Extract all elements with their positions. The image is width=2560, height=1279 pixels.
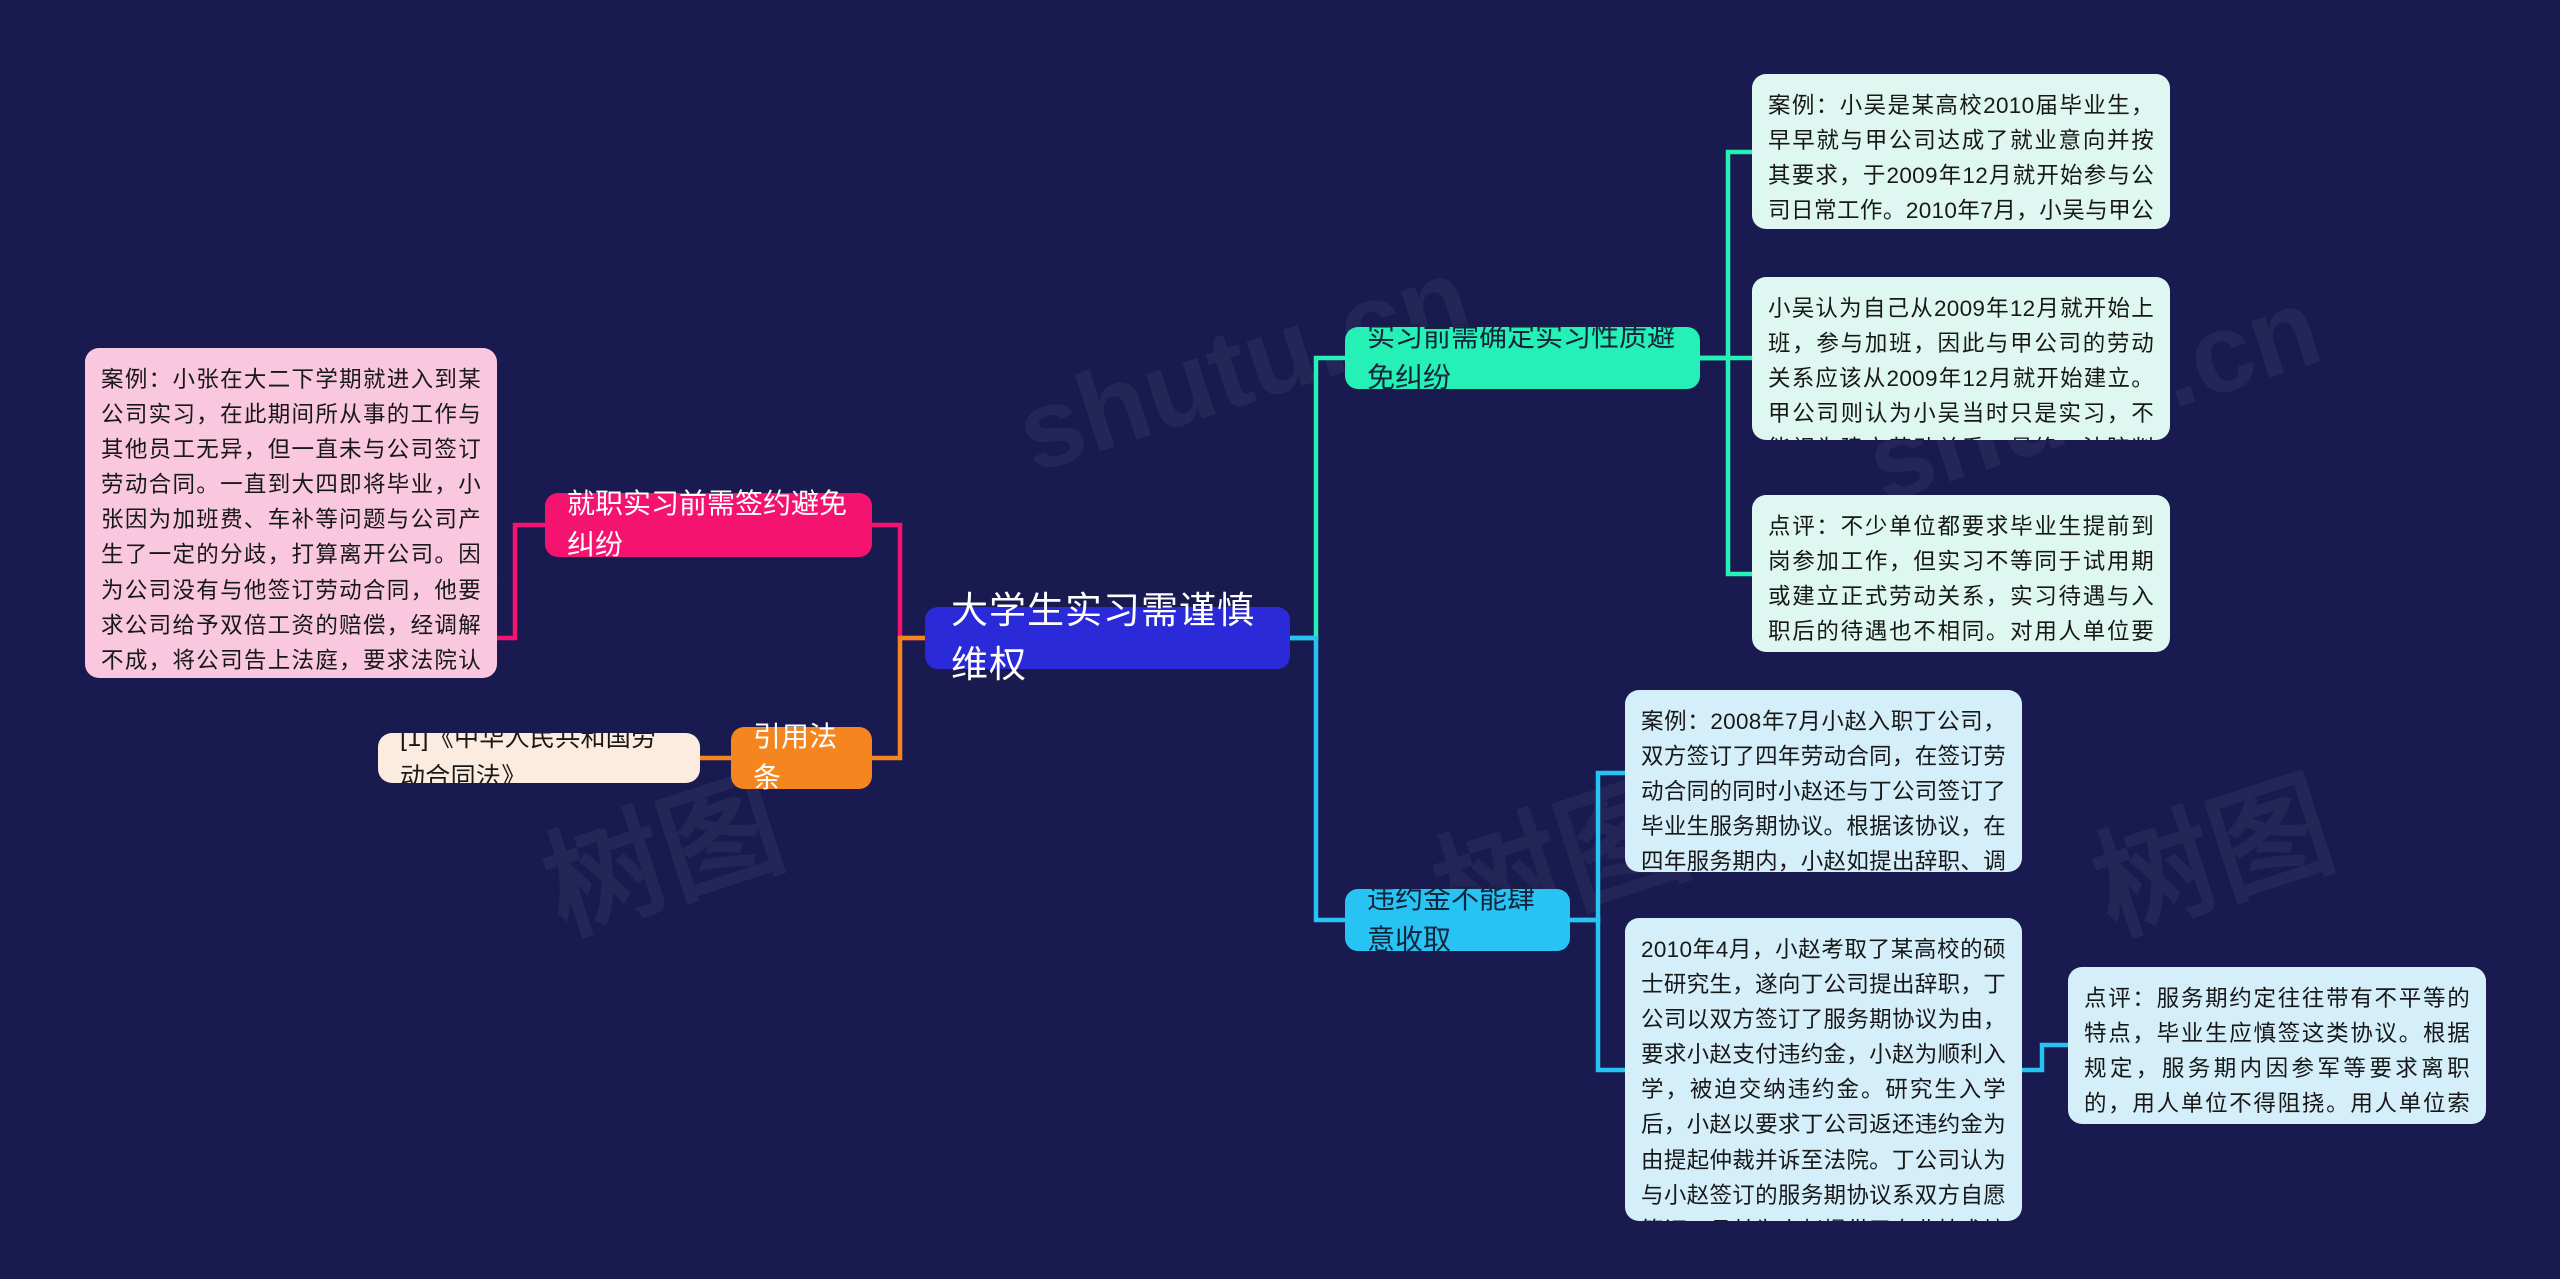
note-card-text: 点评：不少单位都要求毕业生提前到岗参加工作，但实习不等同于试用期或建立正式劳动关… — [1768, 514, 2154, 645]
branch-node-pink[interactable]: 就职实习前需签约避免纠纷 — [545, 488, 872, 560]
branch-node-green[interactable]: 实习前需确定实习性质避免纠纷 — [1345, 321, 1700, 393]
note-card-text: 2010年4月，小赵考取了某高校的硕士研究生，遂向丁公司提出辞职，丁公司以双方签… — [1641, 937, 2006, 1221]
note-card-text: [1]《中华人民共和国劳动合同法》 — [400, 733, 657, 783]
note-card-text: 小吴认为自己从2009年12月就开始上班，参与加班，因此与甲公司的劳动关系应该从… — [1768, 296, 2154, 440]
note-card-text: 案例：2008年7月小赵入职丁公司，双方签订了四年劳动合同，在签订劳动合同的同时… — [1641, 709, 2006, 872]
note-card-cyan-comment[interactable]: 点评：服务期约定往往带有不平等的特点，毕业生应慎签这类协议。根据规定，服务期内因… — [2068, 967, 2486, 1124]
central-topic[interactable]: 大学生实习需谨慎维权 — [925, 590, 1290, 685]
note-card-pink-case[interactable]: 案例：小张在大二下学期就进入到某公司实习，在此期间所从事的工作与其他员工无异，但… — [85, 348, 497, 678]
note-card-cyan-case[interactable]: 案例：2008年7月小赵入职丁公司，双方签订了四年劳动合同，在签订劳动合同的同时… — [1625, 690, 2022, 872]
central-topic-label: 大学生实习需谨慎维权 — [951, 589, 1255, 685]
branch-node-orange-label: 引用法条 — [753, 721, 838, 793]
branch-node-pink-label: 就职实习前需签约避免纠纷 — [567, 488, 848, 560]
note-card-green-comment[interactable]: 点评：不少单位都要求毕业生提前到岗参加工作，但实习不等同于试用期或建立正式劳动关… — [1752, 495, 2170, 652]
branch-node-orange[interactable]: 引用法条 — [731, 721, 872, 793]
note-card-cyan-detail[interactable]: 2010年4月，小赵考取了某高校的硕士研究生，遂向丁公司提出辞职，丁公司以双方签… — [1625, 918, 2022, 1221]
note-card-green-dispute[interactable]: 小吴认为自己从2009年12月就开始上班，参与加班，因此与甲公司的劳动关系应该从… — [1752, 277, 2170, 440]
branch-node-cyan-label: 违约金不能肆意收取 — [1367, 883, 1536, 955]
note-card-text: 点评：服务期约定往往带有不平等的特点，毕业生应慎签这类协议。根据规定，服务期内因… — [2084, 986, 2470, 1117]
branch-node-green-label: 实习前需确定实习性质避免纠纷 — [1367, 321, 1676, 393]
watermark: 树图 — [2078, 756, 2349, 959]
note-card-law-reference[interactable]: [1]《中华人民共和国劳动合同法》 — [378, 733, 700, 783]
note-card-green-case[interactable]: 案例：小吴是某高校2010届毕业生，早早就与甲公司达成了就业意向并按其要求，于2… — [1752, 74, 2170, 229]
note-card-text: 案例：小张在大二下学期就进入到某公司实习，在此期间所从事的工作与其他员工无异，但… — [101, 367, 481, 673]
note-card-text: 案例：小吴是某高校2010届毕业生，早早就与甲公司达成了就业意向并按其要求，于2… — [1768, 93, 2154, 224]
branch-node-cyan[interactable]: 违约金不能肆意收取 — [1345, 883, 1570, 955]
